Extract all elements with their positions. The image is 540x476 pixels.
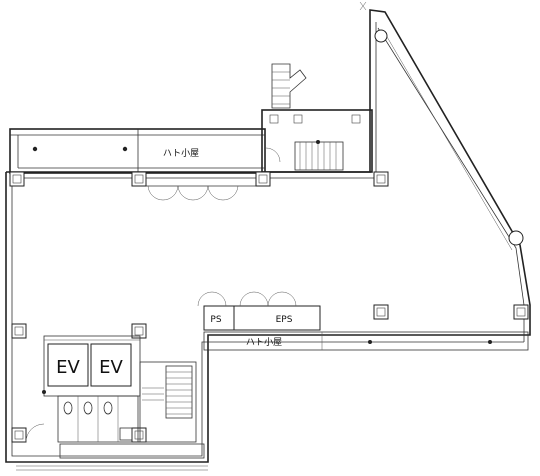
elevator-1-label: EV (56, 357, 80, 378)
eps-label: EPS (276, 315, 293, 325)
ps-label: PS (210, 315, 221, 325)
exterior-walls (5, 9, 531, 463)
elevator-core: EV EV (43, 335, 141, 397)
toilets (25, 390, 139, 443)
columns (9, 29, 529, 443)
north-marker (359, 1, 367, 11)
lower-hato-room: ハト小屋 (203, 331, 529, 351)
elevator-2-label: EV (99, 357, 123, 378)
upper-hato-room: ハト小屋 (9, 128, 266, 174)
hato-room-upper-label: ハト小屋 (163, 148, 199, 159)
lower-stair (139, 361, 197, 443)
top-stair-core (261, 63, 373, 173)
window-swings-top (146, 185, 256, 201)
shafts: PS EPS (197, 291, 321, 331)
hato-room-lower-label: ハト小屋 (246, 337, 282, 348)
bottom-annex (16, 443, 208, 471)
